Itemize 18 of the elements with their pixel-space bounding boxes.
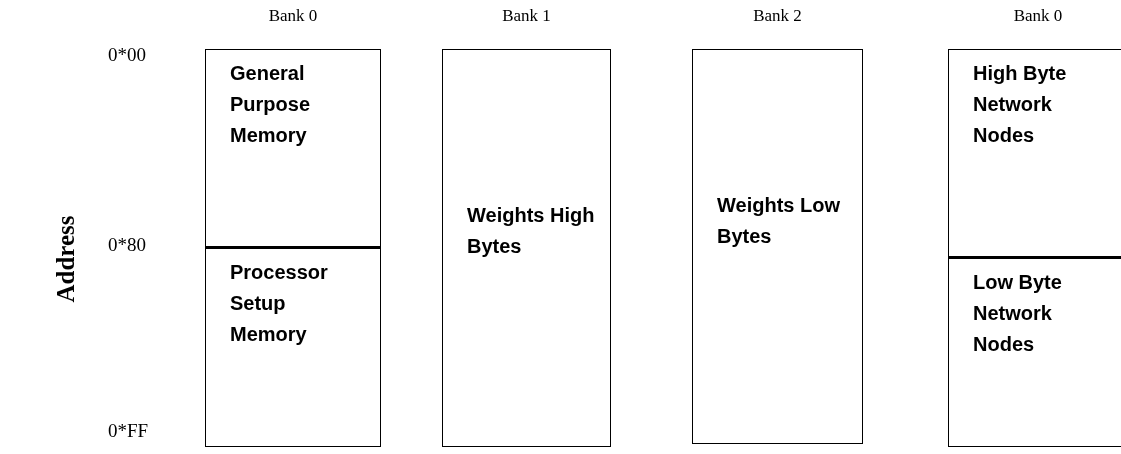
bank-heading: Bank 2: [752, 6, 803, 26]
bank-heading: Bank 0: [1012, 6, 1064, 26]
memory-bank-column: [205, 6, 381, 447]
region-label: Weights Low Bytes: [717, 193, 841, 249]
memory-bank-column: [442, 6, 611, 447]
address-value: 0*00: [108, 44, 146, 66]
bank-heading: Bank 1: [501, 6, 552, 26]
memory-region: Low Byte Network Nodes: [949, 256, 1121, 446]
bank-heading: Bank 0: [267, 6, 319, 26]
memory-region: General Purpose Memory: [206, 50, 380, 246]
address-value: 0*FF: [108, 420, 149, 442]
memory-bank-column: [692, 6, 863, 444]
memory-bank-column: [948, 6, 1121, 447]
memory-region: High Byte Network Nodes: [949, 50, 1121, 256]
region-label: Weights High Bytes: [467, 203, 596, 259]
axis-title: Address: [51, 215, 80, 303]
memory-region: Processor Setup Memory: [206, 246, 380, 446]
address-value: 0*80: [108, 234, 146, 256]
